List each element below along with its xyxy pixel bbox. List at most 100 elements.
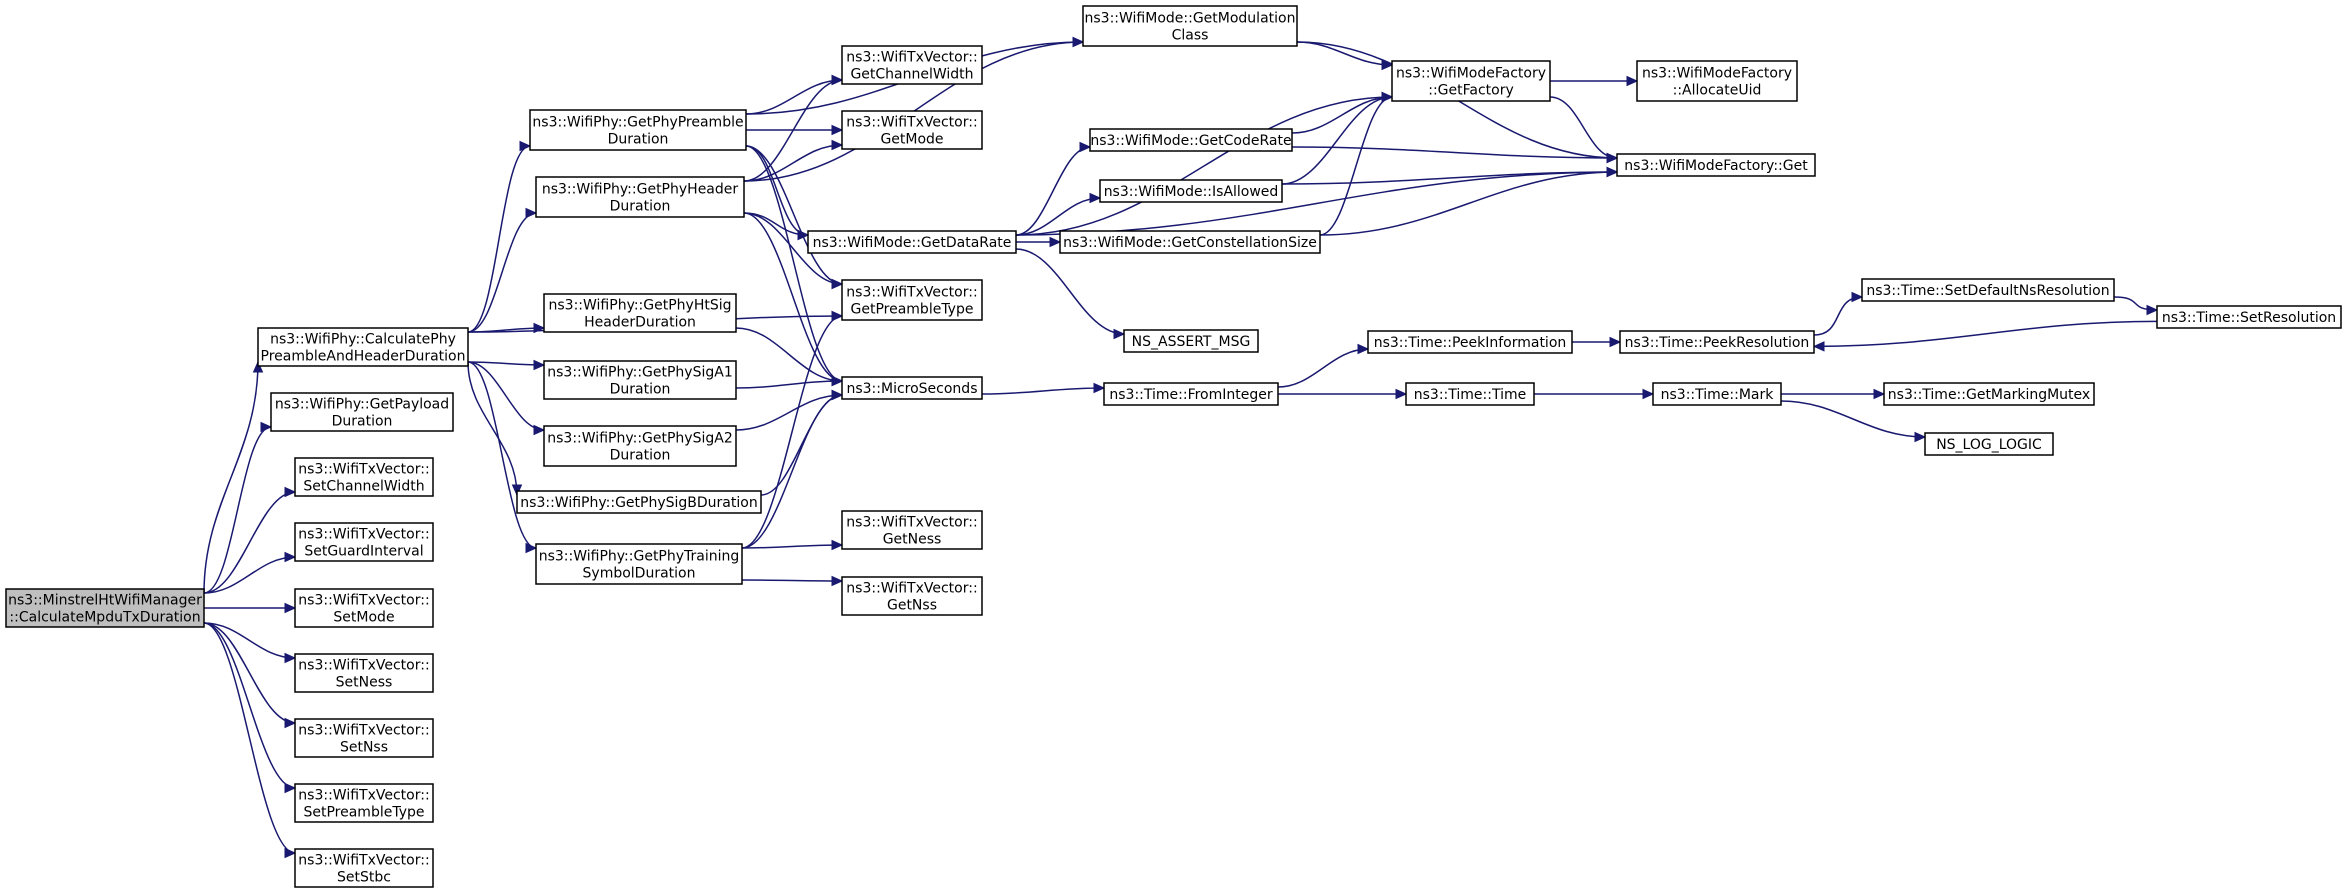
node-assert[interactable]: NS_ASSERT_MSG: [1123, 329, 1259, 353]
node-setres[interactable]: ns3::Time::SetResolution: [2156, 305, 2342, 329]
node-setgi[interactable]: ns3::WifiTxVector::SetGuardInterval: [294, 522, 434, 562]
edge-n-training-to-n-getpretype: [741, 315, 843, 549]
node-setmode[interactable]: ns3::WifiTxVector::SetMode: [294, 588, 434, 628]
node-label: SetGuardInterval: [304, 544, 423, 560]
node-label: SetNess: [336, 675, 393, 691]
node-setstbc[interactable]: ns3::WifiTxVector::SetStbc: [294, 848, 434, 888]
node-calcpre[interactable]: ns3::WifiPhy::CalculatePhyPreambleAndHea…: [257, 327, 469, 367]
node-label: PreambleAndHeaderDuration: [261, 349, 466, 365]
node-getness[interactable]: ns3::WifiTxVector::GetNess: [841, 510, 983, 550]
node-allocuid[interactable]: ns3::WifiModeFactory::AllocateUid: [1636, 60, 1798, 102]
arrowhead-icon: [797, 229, 810, 241]
node-box: [2156, 305, 2342, 329]
node-label: SetPreambleType: [303, 805, 424, 821]
arrowhead-icon: [2146, 304, 2159, 316]
node-factory[interactable]: ns3::WifiModeFactory::GetFactory: [1391, 60, 1551, 102]
node-label: ns3::WifiTxVector::: [846, 581, 977, 597]
node-setdefns[interactable]: ns3::Time::SetDefaultNsResolution: [1861, 278, 2115, 302]
node-label: ns3::WifiTxVector::: [298, 658, 429, 674]
node-box: [1883, 382, 2095, 406]
node-label: ns3::WifiMode::GetConstellationSize: [1063, 235, 1317, 251]
node-peekres[interactable]: ns3::Time::PeekResolution: [1619, 330, 1815, 354]
edge-n-calcmpdu-to-n-setnss: [203, 622, 296, 724]
node-training[interactable]: ns3::WifiPhy::GetPhyTrainingSymbolDurati…: [535, 543, 743, 585]
arrowhead-icon: [831, 74, 844, 86]
node-fromint[interactable]: ns3::Time::FromInteger: [1103, 382, 1279, 406]
node-label: ns3::WifiPhy::GetPhyPreamble: [532, 115, 743, 131]
edge-n-factory-to-n-fget: [1549, 96, 1618, 159]
edge-n-getpredur-to-n-getcw: [745, 79, 843, 115]
edge-n-training-to-n-micro: [741, 394, 843, 549]
edge-n-constsize-to-n-factory: [1319, 96, 1393, 236]
edge-n-coderate-to-n-factory: [1291, 96, 1393, 134]
node-sigb[interactable]: ns3::WifiPhy::GetPhySigBDuration: [516, 490, 762, 514]
node-micro[interactable]: ns3::MicroSeconds: [841, 376, 983, 400]
node-calcmpdu[interactable]: ns3::MinstrelHtWifiManager::CalculateMpd…: [5, 588, 205, 628]
node-box: [841, 576, 983, 616]
node-label: ns3::WifiTxVector::: [298, 527, 429, 543]
node-getmode[interactable]: ns3::WifiTxVector::GetMode: [841, 110, 983, 150]
node-peekinfo[interactable]: ns3::Time::PeekInformation: [1367, 330, 1573, 354]
node-label: Class: [1172, 28, 1209, 44]
node-loglogic[interactable]: NS_LOG_LOGIC: [1924, 432, 2054, 456]
arrowhead-icon: [831, 124, 844, 136]
arrowhead-icon: [1381, 91, 1394, 103]
node-setpre[interactable]: ns3::WifiTxVector::SetPreambleType: [294, 783, 434, 823]
node-label: ns3::WifiTxVector::: [298, 723, 429, 739]
edge-n-datarate-to-n-coderate: [1015, 146, 1091, 236]
node-datarate[interactable]: ns3::WifiMode::GetDataRate: [807, 230, 1017, 254]
node-box: [1082, 5, 1298, 47]
node-getnss[interactable]: ns3::WifiTxVector::GetNss: [841, 576, 983, 616]
node-label: NS_LOG_LOGIC: [1936, 437, 2042, 453]
arrowhead-icon: [284, 652, 297, 664]
node-fget[interactable]: ns3::WifiModeFactory::Get: [1616, 153, 1816, 177]
node-label: SymbolDuration: [583, 566, 696, 582]
edges-layer: [203, 36, 2159, 859]
node-timetime[interactable]: ns3::Time::Time: [1405, 382, 1535, 406]
node-label: ns3::WifiModeFactory: [1642, 66, 1792, 82]
node-label: GetNss: [887, 598, 937, 614]
node-box: [294, 718, 434, 758]
node-box: [1405, 382, 1535, 406]
node-label: ns3::WifiPhy::GetPhyTraining: [539, 549, 740, 565]
node-label: ns3::Time::FromInteger: [1109, 387, 1272, 403]
arrowhead-icon: [533, 359, 546, 371]
node-getpretype[interactable]: ns3::WifiTxVector::GetPreambleType: [841, 279, 983, 321]
node-constsize[interactable]: ns3::WifiMode::GetConstellationSize: [1059, 230, 1321, 254]
node-getcw[interactable]: ns3::WifiTxVector::GetChannelWidth: [841, 45, 983, 85]
node-label: ns3::WifiMode::IsAllowed: [1104, 184, 1279, 200]
node-label: ns3::WifiMode::GetDataRate: [813, 235, 1012, 251]
arrowhead-icon: [533, 424, 546, 436]
node-setcw[interactable]: ns3::WifiTxVector::SetChannelWidth: [294, 457, 434, 497]
node-label: SetStbc: [337, 870, 391, 886]
node-coderate[interactable]: ns3::WifiMode::GetCodeRate: [1089, 128, 1293, 152]
node-label: ns3::Time::SetDefaultNsResolution: [1866, 283, 2109, 299]
node-box: [294, 653, 434, 693]
edge-n-datarate-to-n-factory: [1015, 96, 1393, 236]
arrowhead-icon: [1851, 291, 1864, 303]
node-label: ns3::WifiTxVector::: [298, 853, 429, 869]
node-box: [1391, 60, 1551, 102]
edge-n-training-to-n-getness: [741, 544, 843, 549]
node-label: ns3::Time::GetMarkingMutex: [1888, 387, 2090, 403]
nodes-layer: ns3::MinstrelHtWifiManager::CalculateMpd…: [5, 5, 2342, 888]
edge-n-calcpre-to-n-sigb: [467, 361, 518, 496]
node-label: GetChannelWidth: [850, 67, 973, 83]
node-mark[interactable]: ns3::Time::Mark: [1652, 382, 1782, 406]
node-label: ::GetFactory: [1428, 83, 1514, 99]
node-setnss[interactable]: ns3::WifiTxVector::SetNss: [294, 718, 434, 758]
node-setness[interactable]: ns3::WifiTxVector::SetNess: [294, 653, 434, 693]
node-isallowed[interactable]: ns3::WifiMode::IsAllowed: [1099, 179, 1283, 203]
node-label: ns3::WifiPhy::GetPhyHtSig: [549, 298, 732, 314]
edge-n-calcpre-to-n-gethdrdur: [467, 212, 537, 333]
node-markmutex[interactable]: ns3::Time::GetMarkingMutex: [1883, 382, 2095, 406]
arrowhead-icon: [831, 539, 844, 551]
